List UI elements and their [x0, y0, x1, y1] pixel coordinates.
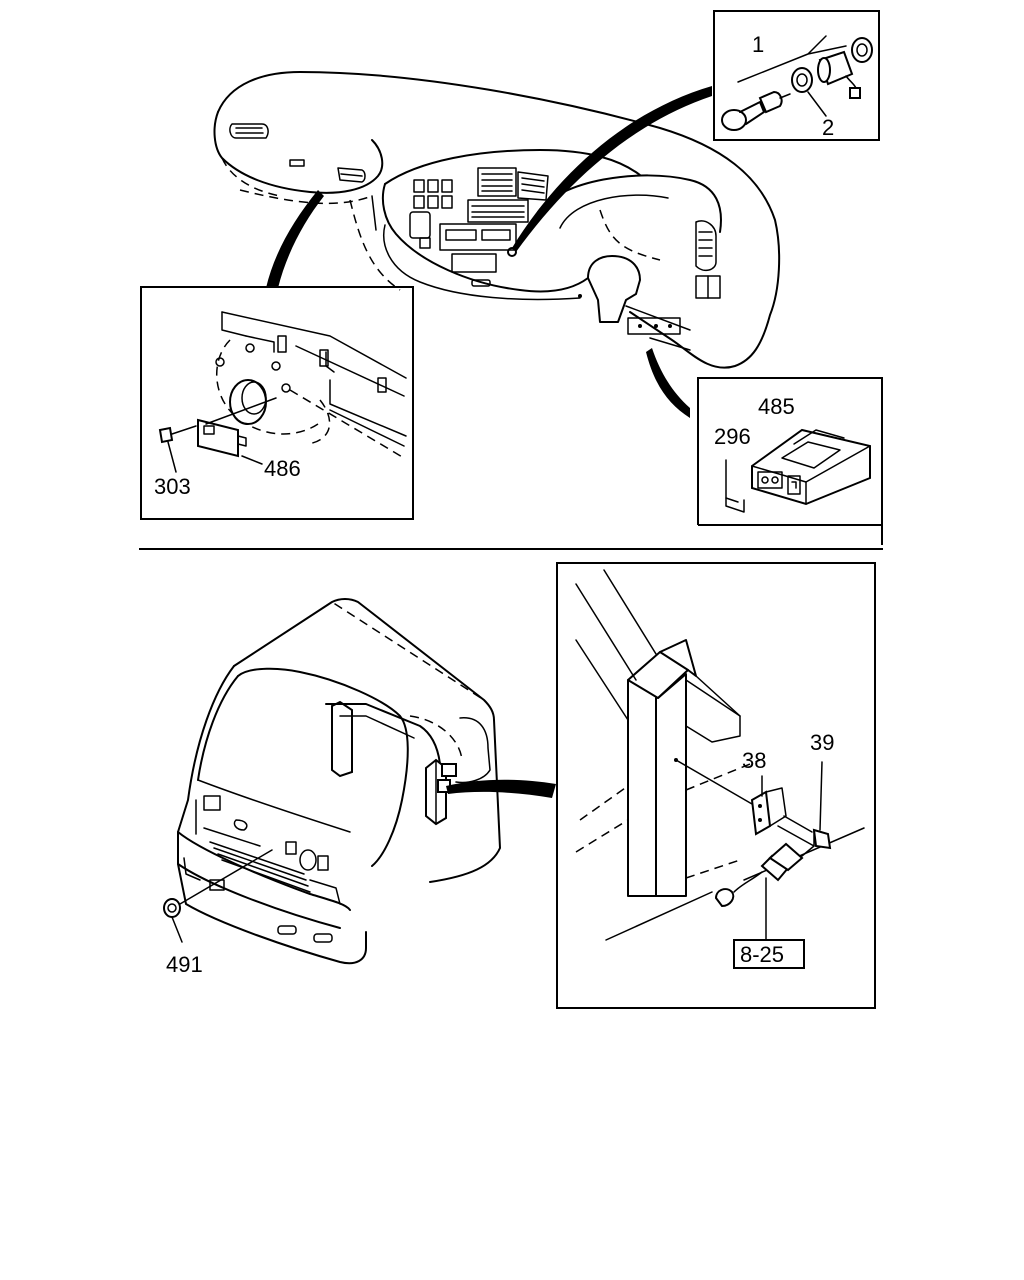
callout-39: 39: [810, 730, 834, 755]
callout-38: 38: [742, 748, 766, 773]
callout-296: 296: [714, 424, 751, 449]
lighter-detail-box: [713, 10, 880, 141]
callout-485: 485: [758, 394, 795, 419]
callout-2: 2: [822, 115, 834, 140]
pointer-to-module-detail: [646, 348, 690, 418]
door-switch-detail-box: [556, 562, 876, 1009]
callout-486: 486: [264, 456, 301, 481]
pointer-to-lighter-detail: [512, 86, 712, 252]
module-detail-box: [697, 377, 883, 545]
dashboard-illustration: [213, 71, 781, 369]
callout-303: 303: [154, 474, 191, 499]
callout-8-25: 8-25: [740, 942, 784, 967]
pointer-to-sensor-detail: [446, 779, 556, 798]
pointer-to-glovebox-detail: [266, 190, 324, 288]
glovebox-detail-box: [140, 286, 414, 520]
callout-1: 1: [752, 32, 764, 57]
callout-491: 491: [166, 952, 203, 977]
truck-cab-illustration: [163, 598, 501, 965]
